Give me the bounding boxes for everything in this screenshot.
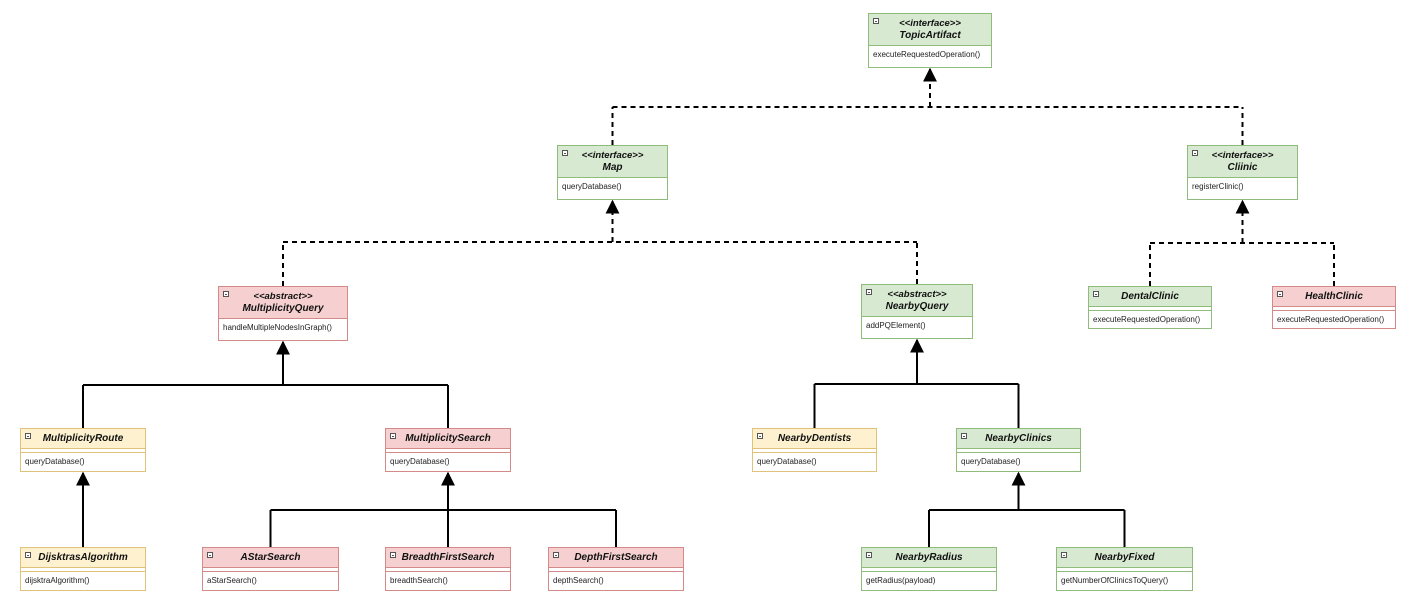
collapse-icon[interactable] [390, 552, 396, 558]
class-name: NearbyQuery [885, 300, 949, 312]
class-name: MultiplicitySearch [405, 432, 491, 444]
collapse-icon[interactable] [866, 289, 872, 295]
class-dijkstras-algorithm[interactable]: DijsktrasAlgorithm dijsktraAlgorithm() [20, 547, 146, 591]
collapse-icon[interactable] [223, 291, 229, 297]
class-method: handleMultipleNodesInGraph() [223, 323, 332, 332]
class-multiplicity-route[interactable]: MultiplicityRoute queryDatabase() [20, 428, 146, 472]
class-stereotype: <<interface>> [899, 17, 961, 29]
class-stereotype: <<abstract>> [253, 290, 313, 302]
class-method: queryDatabase() [562, 182, 622, 191]
class-name: Map [602, 161, 623, 173]
collapse-icon[interactable] [553, 552, 559, 558]
collapse-icon[interactable] [866, 552, 872, 558]
class-method: queryDatabase() [757, 457, 817, 466]
class-nearby-fixed[interactable]: NearbyFixed getNumberOfClinicsToQuery() [1056, 547, 1193, 591]
class-method: queryDatabase() [961, 457, 1021, 466]
collapse-icon[interactable] [1093, 291, 1099, 297]
class-stereotype: <<abstract>> [887, 288, 947, 300]
class-nearby-radius[interactable]: NearbyRadius getRadius(payload) [861, 547, 997, 591]
collapse-icon[interactable] [390, 433, 396, 439]
class-depth-first-search[interactable]: DepthFirstSearch depthSearch() [548, 547, 684, 591]
class-stereotype: <<interface>> [1211, 149, 1274, 161]
class-name: TopicArtifact [899, 29, 961, 41]
class-method: queryDatabase() [390, 457, 450, 466]
class-name: MultiplicityRoute [42, 432, 124, 444]
collapse-icon[interactable] [25, 433, 31, 439]
class-nearby-clinics[interactable]: NearbyClinics queryDatabase() [956, 428, 1081, 472]
class-cliinic[interactable]: <<interface>> Cliinic registerClinic() [1187, 145, 1298, 200]
class-name: HealthClinic [1305, 290, 1363, 302]
class-multiplicity-search[interactable]: MultiplicitySearch queryDatabase() [385, 428, 511, 472]
collapse-icon[interactable] [1061, 552, 1067, 558]
class-nearby-dentists[interactable]: NearbyDentists queryDatabase() [752, 428, 877, 472]
class-name: NearbyDentists [777, 432, 852, 444]
class-name: DentalClinic [1121, 290, 1179, 302]
collapse-icon[interactable] [562, 150, 568, 156]
class-name: AStarSearch [240, 551, 301, 563]
class-method: executeRequestedOperation() [873, 50, 981, 59]
class-method: aStarSearch() [207, 576, 257, 585]
class-stereotype: <<interface>> [581, 149, 644, 161]
class-astar-search[interactable]: AStarSearch aStarSearch() [202, 547, 339, 591]
class-method: getRadius(payload) [866, 576, 936, 585]
class-health-clinic[interactable]: HealthClinic executeRequestedOperation() [1272, 286, 1396, 329]
class-method: getNumberOfClinicsToQuery() [1061, 576, 1169, 585]
class-name: DepthFirstSearch [574, 551, 658, 563]
class-method: depthSearch() [553, 576, 604, 585]
collapse-icon[interactable] [1192, 150, 1198, 156]
collapse-icon[interactable] [1277, 291, 1283, 297]
class-name: DijsktrasAlgorithm [38, 551, 128, 563]
class-dental-clinic[interactable]: DentalClinic executeRequestedOperation() [1088, 286, 1212, 329]
class-name: BreadthFirstSearch [401, 551, 495, 563]
class-name: Cliinic [1227, 161, 1258, 173]
class-method: dijsktraAlgorithm() [25, 576, 90, 585]
class-multiplicity-query[interactable]: <<abstract>> MultiplicityQuery handleMul… [218, 286, 348, 341]
collapse-icon[interactable] [961, 433, 967, 439]
collapse-icon[interactable] [25, 552, 31, 558]
class-method: queryDatabase() [25, 457, 85, 466]
class-name: NearbyClinics [985, 432, 1052, 444]
class-map[interactable]: <<interface>> Map queryDatabase() [557, 145, 668, 200]
class-method: breadthSearch() [390, 576, 448, 585]
class-method: registerClinic() [1192, 182, 1244, 191]
class-topic-artifact[interactable]: <<interface>> TopicArtifact executeReque… [868, 13, 992, 68]
class-name: MultiplicityQuery [242, 302, 324, 314]
collapse-icon[interactable] [757, 433, 763, 439]
collapse-icon[interactable] [873, 18, 879, 24]
class-nearby-query[interactable]: <<abstract>> NearbyQuery addPQElement() [861, 284, 973, 339]
class-name: NearbyRadius [895, 551, 963, 563]
collapse-icon[interactable] [207, 552, 213, 558]
class-breadth-first-search[interactable]: BreadthFirstSearch breadthSearch() [385, 547, 511, 591]
class-method: addPQElement() [866, 321, 926, 330]
class-method: executeRequestedOperation() [1277, 315, 1385, 324]
class-method: executeRequestedOperation() [1093, 315, 1201, 324]
class-name: NearbyFixed [1094, 551, 1155, 563]
